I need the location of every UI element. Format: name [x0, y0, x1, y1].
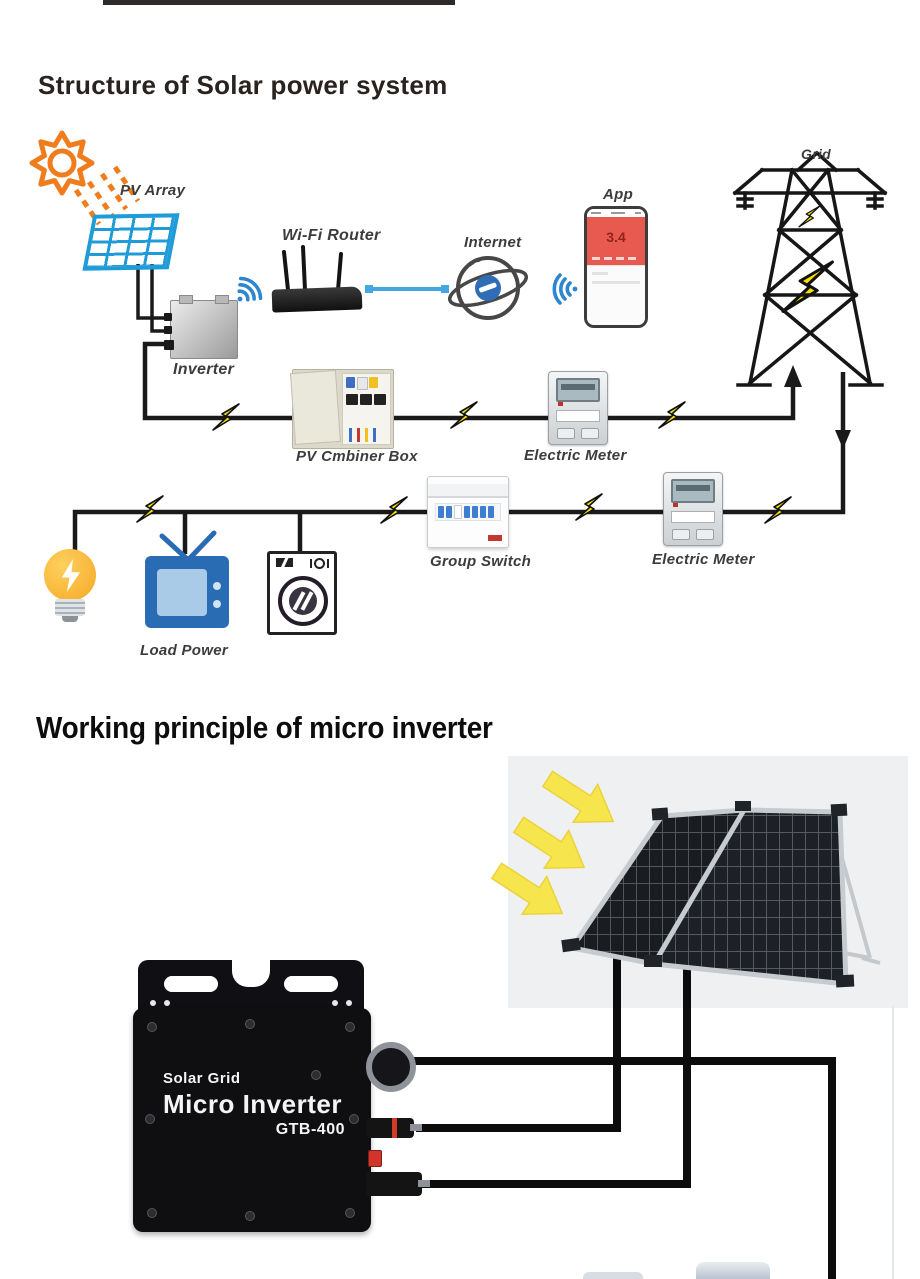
label-group-switch: Group Switch — [430, 553, 532, 570]
screw-icon — [345, 1208, 355, 1218]
label-electric-meter-top: Electric Meter — [524, 447, 627, 464]
reset-button-part — [368, 1150, 382, 1167]
screw-icon — [147, 1208, 157, 1218]
tv-antennas-icon — [159, 530, 217, 560]
inverter-tab — [179, 295, 193, 304]
screw-icon — [245, 1019, 255, 1029]
light-bulb-icon — [44, 549, 96, 625]
device-product: Micro Inverter — [163, 1089, 342, 1119]
solar-panel-photo — [561, 801, 855, 988]
label-load-power: Load Power — [140, 642, 229, 659]
wifi-signal-icon — [237, 276, 263, 302]
label-app: App — [603, 186, 634, 203]
wifi-signal-icon — [552, 273, 578, 305]
inverter-icon — [164, 295, 238, 359]
micro-inverter-photo: Solar Grid Micro Inverter GTB-400 — [133, 1008, 371, 1232]
pv-combiner-box-photo — [289, 369, 394, 449]
grid-tower-icon — [732, 150, 888, 387]
device-brand: Solar Grid — [163, 1070, 241, 1087]
top-crop-bar — [103, 0, 455, 5]
screw-icon — [245, 1211, 255, 1221]
label-grid: Grid — [801, 146, 831, 162]
screw-icon — [349, 1114, 359, 1124]
screw-icon — [345, 1022, 355, 1032]
dc-wires — [136, 264, 166, 333]
inverter-port — [164, 340, 174, 350]
inverter-tab — [215, 295, 229, 304]
bottom-crop-object — [583, 1272, 643, 1279]
label-inverter: Inverter — [173, 361, 235, 378]
mc4-connector — [366, 1172, 430, 1196]
label-pv-array: PV Array — [120, 182, 186, 199]
screw-icon — [311, 1070, 321, 1080]
sun-icon — [29, 130, 95, 196]
wifi-router-icon — [271, 286, 363, 313]
combiner-interior — [342, 373, 391, 445]
pv-array-icon — [82, 213, 180, 271]
label-electric-meter-bottom: Electric Meter — [652, 551, 755, 568]
photo-edge-line — [892, 1006, 894, 1279]
inverter-mount-bracket — [138, 959, 364, 1012]
internet-globe-icon — [447, 256, 529, 320]
phone-statusbar — [587, 209, 645, 217]
ac-connector — [366, 1042, 416, 1092]
inverter-port — [164, 326, 172, 334]
combiner-door — [289, 369, 341, 445]
bottom-crop-object — [696, 1262, 770, 1279]
arrow-up-to-grid — [784, 365, 802, 387]
sun-rays-icon — [73, 165, 141, 226]
inverter-port — [164, 313, 172, 321]
section1-title: Structure of Solar power system — [38, 70, 448, 100]
label-internet: Internet — [464, 234, 522, 251]
app-screen: 3.4 — [587, 217, 645, 265]
screw-icon — [147, 1022, 157, 1032]
mc4-connector — [366, 1118, 422, 1138]
label-pv-combiner-box: PV Cmbiner Box — [296, 448, 418, 465]
router-antennas-icon — [282, 245, 343, 292]
electric-meter-photo — [663, 472, 723, 546]
washing-machine-icon — [267, 551, 337, 635]
device-model: GTB-400 — [275, 1121, 345, 1138]
screw-icon — [145, 1114, 155, 1124]
router-internet-link — [365, 285, 449, 293]
section2-title: Working principle of micro inverter — [36, 710, 493, 745]
app-phone: 3.4 — [584, 206, 648, 328]
label-wifi-router: Wi-Fi Router — [282, 227, 381, 244]
device-label: Solar Grid Micro Inverter GTB-400 — [163, 1070, 345, 1139]
app-power-value: 3.4 — [606, 229, 626, 245]
inverter-cables — [396, 948, 836, 1279]
group-switch-photo — [427, 476, 509, 548]
app-content — [587, 265, 645, 325]
electric-meter-photo — [548, 371, 608, 445]
tv-icon — [145, 530, 229, 628]
arrow-down-from-grid — [835, 430, 851, 449]
ac-bus-top-wire — [142, 341, 796, 421]
